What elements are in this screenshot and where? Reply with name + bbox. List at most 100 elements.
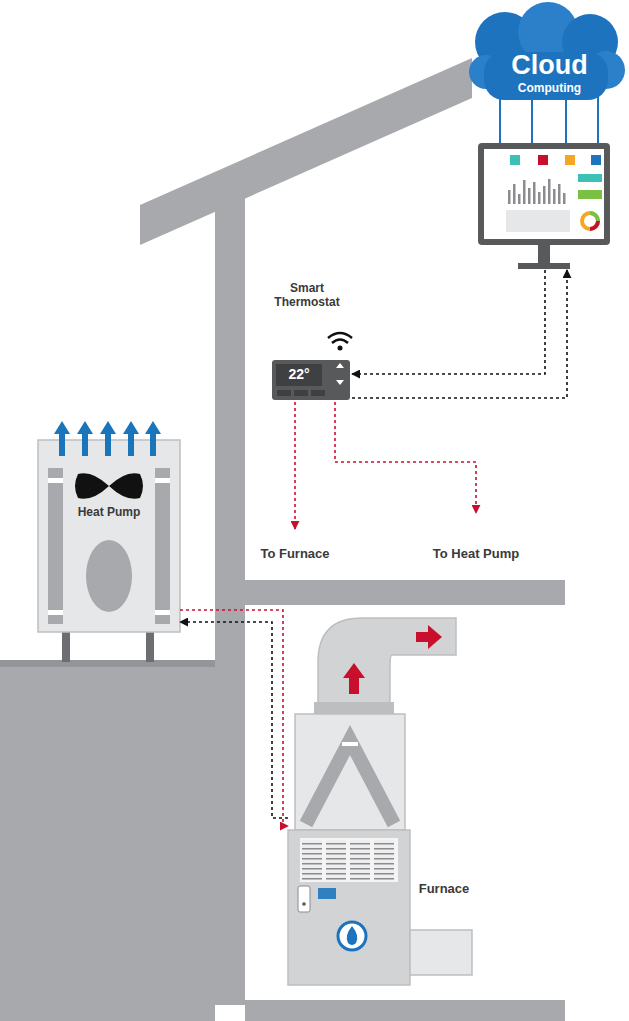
house-structure-part	[245, 580, 565, 605]
temperature-readout: 22°	[276, 366, 322, 382]
signal-connector	[180, 622, 288, 818]
thermostat-device-part	[311, 390, 325, 396]
heat-pump-unit-part	[75, 473, 143, 499]
monitor-part-part	[508, 190, 511, 204]
control-label: To Furnace	[245, 546, 345, 561]
furnace-unit-part	[338, 922, 366, 950]
cloud-links	[500, 95, 598, 143]
heat-pump-unit-part	[48, 610, 63, 615]
monitor-part	[582, 213, 598, 229]
signal-connector	[352, 270, 545, 374]
monitor-part-part	[523, 180, 526, 204]
heat-pump-unit-part	[155, 478, 170, 483]
control-leader-part	[335, 402, 476, 513]
warm-air-arrows-part	[145, 421, 161, 456]
furnace-unit	[288, 618, 472, 985]
monitor-part	[478, 143, 610, 245]
furnace-unit-part	[298, 886, 310, 912]
furnace-unit-part	[302, 840, 396, 880]
unit-label: Furnace	[412, 882, 476, 897]
monitor-part	[510, 155, 520, 165]
signal-connector	[352, 270, 567, 398]
furnace-unit-part	[318, 888, 336, 899]
cloud-links-part	[531, 99, 533, 143]
control-leader	[295, 402, 476, 529]
heat-pump-unit-part	[48, 478, 63, 483]
heat-pump-unit-part	[146, 630, 154, 662]
monitor-part	[591, 155, 601, 165]
heat-pump-unit-part	[86, 540, 132, 612]
house-structure-part	[0, 660, 215, 667]
monitor-part	[578, 190, 602, 199]
thermostat-device	[272, 333, 352, 400]
monitor-part-part	[533, 182, 536, 204]
furnace-unit-part	[318, 618, 456, 712]
thermostat-device-part	[276, 364, 322, 386]
thermostat-device-part	[332, 340, 348, 344]
control-label: To Heat Pump	[416, 546, 536, 561]
furnace-unit-part	[347, 926, 358, 945]
monitor-part-part	[528, 188, 531, 204]
cloud-links-part	[597, 95, 599, 143]
monitor	[478, 143, 610, 269]
furnace-unit-part	[342, 742, 358, 746]
monitor-part-part	[538, 192, 541, 204]
furnace-unit-part	[416, 625, 442, 649]
furnace-unit-part	[295, 714, 405, 830]
monitor-part	[565, 155, 575, 165]
thermostat-device-part	[294, 390, 308, 396]
furnace-unit-part	[410, 930, 472, 975]
monitor-part-part	[563, 193, 566, 204]
warm-air-arrows-part	[77, 421, 93, 456]
house-structure-part	[0, 665, 215, 1021]
monitor-part-part	[518, 194, 521, 204]
heat-pump-unit-part	[38, 440, 180, 632]
heat-pump-unit-part	[62, 630, 70, 662]
thermostat-device-part	[277, 390, 291, 396]
monitor-part	[506, 210, 570, 232]
thermostat-node: Smart Thermostat22°	[262, 282, 352, 402]
monitor-part	[590, 213, 598, 221]
monitor-part	[484, 149, 604, 239]
control-leader-part	[294, 402, 296, 529]
thermostat-device-part	[336, 363, 344, 368]
monitor-part-part	[548, 179, 551, 204]
monitor-part	[508, 179, 566, 204]
heat-pump-node: Heat Pump	[38, 440, 180, 632]
cloud-links-part	[565, 99, 567, 143]
cloud-node: CloudComputing	[470, 0, 629, 270]
cloud-links-part	[499, 98, 501, 143]
thermostat-device-part	[272, 360, 350, 400]
furnace-unit-part	[314, 702, 394, 714]
warm-air-arrows	[54, 421, 161, 456]
signal-connector	[180, 610, 288, 826]
cloud-title: Cloud	[470, 50, 629, 81]
furnace-unit-part	[343, 663, 365, 694]
furnace-unit-part	[288, 830, 410, 985]
monitor-part-part	[558, 184, 561, 204]
warm-air-arrows-part	[54, 421, 70, 456]
warm-air-arrows-part	[100, 421, 116, 456]
monitor-part	[578, 174, 602, 182]
unit-label: Heat Pump	[38, 506, 180, 520]
monitor-part	[590, 221, 598, 229]
house-structure-part	[215, 190, 245, 1005]
warm-air-arrows-part	[123, 421, 139, 456]
heat-pump-unit-part	[155, 610, 170, 615]
heat-pump-unit-part	[155, 468, 170, 624]
heat-pump-unit	[38, 440, 180, 662]
monitor-part-part	[513, 184, 516, 204]
furnace-unit-part	[306, 740, 394, 824]
thermostat-device-part	[338, 346, 343, 351]
monitor-part-part	[553, 189, 556, 204]
house-structure-part	[140, 58, 472, 245]
furnace-unit-part	[300, 838, 398, 882]
cloud-subtitle: Computing	[470, 82, 629, 96]
house-structure-part	[245, 1000, 565, 1021]
thermostat-device-part	[328, 333, 352, 338]
monitor-part	[518, 263, 570, 269]
monitor-part	[538, 155, 548, 165]
monitor-part-part	[543, 186, 546, 204]
thermostat-device-part	[336, 380, 344, 385]
monitor-part	[538, 245, 550, 263]
